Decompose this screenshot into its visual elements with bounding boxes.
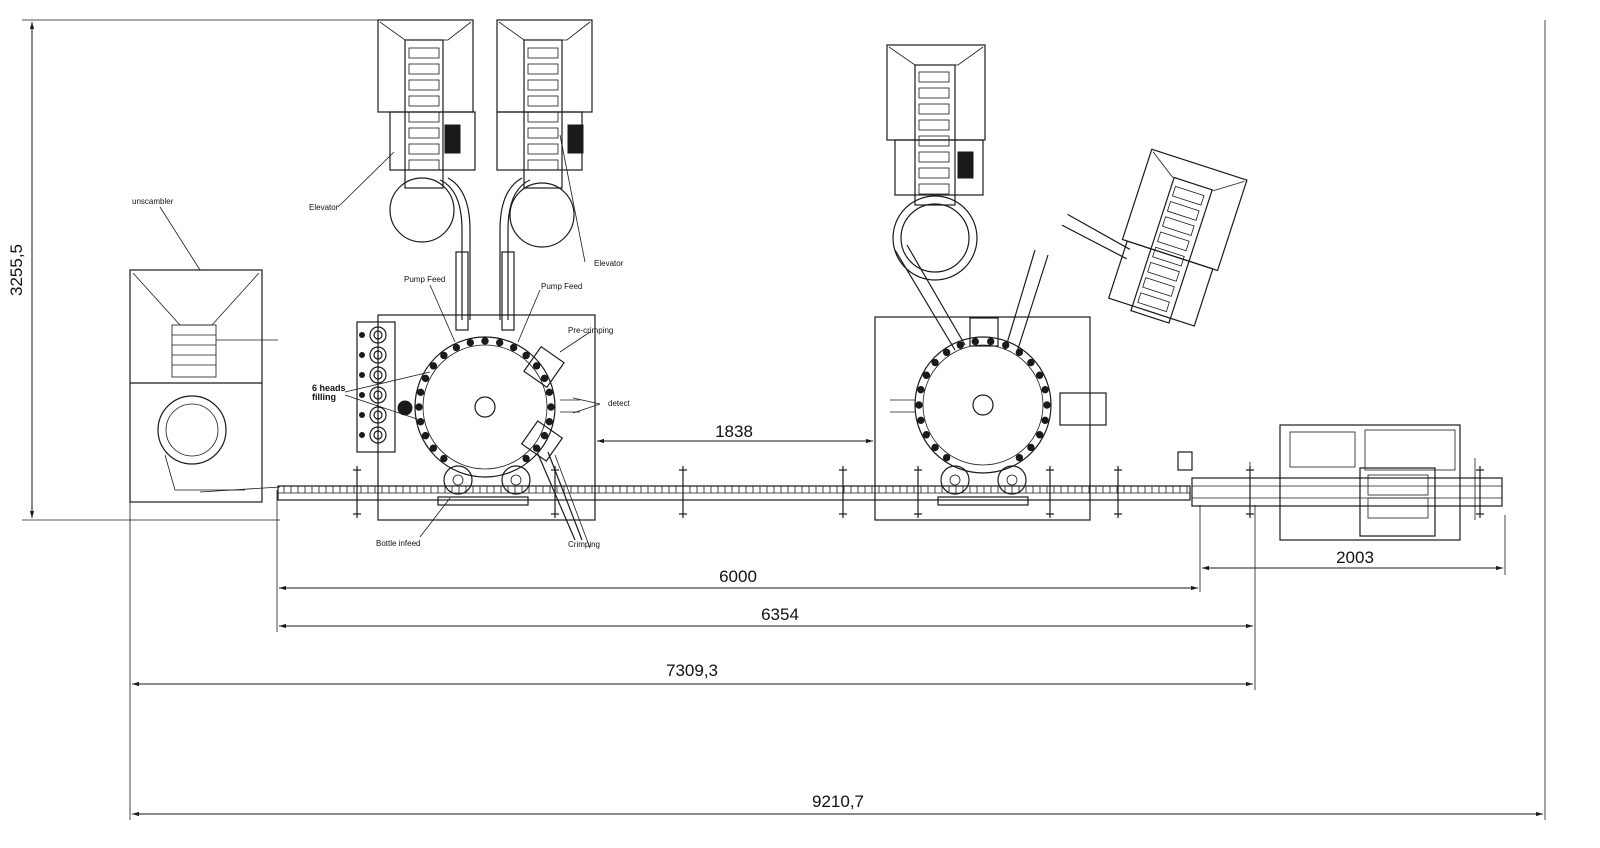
- dim-7309: 7309,3: [666, 661, 718, 680]
- dim-6000: 6000: [719, 567, 757, 586]
- elevator-left-1: [377, 19, 476, 331]
- dim-1838: 1838: [715, 422, 753, 441]
- label-elevator-left: Elevator: [309, 203, 339, 212]
- dimension-lines: [22, 19, 1546, 820]
- label-heads-line1: 6 heads: [312, 383, 346, 393]
- label-unscambler: unscambler: [132, 197, 174, 206]
- label-crimping: Crimping: [568, 540, 600, 549]
- main-conveyor: [277, 466, 1484, 518]
- dimension-values: 3255,5 1838 2003 6000 6354 7309,3 9210,7: [7, 244, 1374, 811]
- component-labels: unscambler Elevator Elevator Pump Feed P…: [132, 197, 631, 549]
- label-pump-feed-right: Pump Feed: [541, 282, 582, 291]
- elevator-right-1: [886, 44, 986, 281]
- leader-lines: [159, 134, 601, 549]
- dim-height: 3255,5: [7, 244, 26, 296]
- elevator-right-2: [1061, 148, 1248, 327]
- label-pre-crimping: Pre-crimping: [568, 326, 613, 335]
- capping-machine: [874, 244, 1107, 521]
- label-elevator-right: Elevator: [594, 259, 624, 268]
- dim-6354: 6354: [761, 605, 799, 624]
- dim-9210: 9210,7: [812, 792, 864, 811]
- label-pump-feed-left: Pump Feed: [404, 275, 445, 284]
- elevator-left-2: [496, 19, 593, 331]
- filling-machine: [356, 314, 596, 541]
- labelling-machine: [1177, 424, 1503, 541]
- label-heads-line2: filling: [312, 392, 336, 402]
- label-bottle-infeed: Bottle infeed: [376, 539, 420, 548]
- dim-2003: 2003: [1336, 548, 1374, 567]
- unscrambler-unit: [129, 269, 281, 503]
- label-detect: detect: [608, 399, 631, 408]
